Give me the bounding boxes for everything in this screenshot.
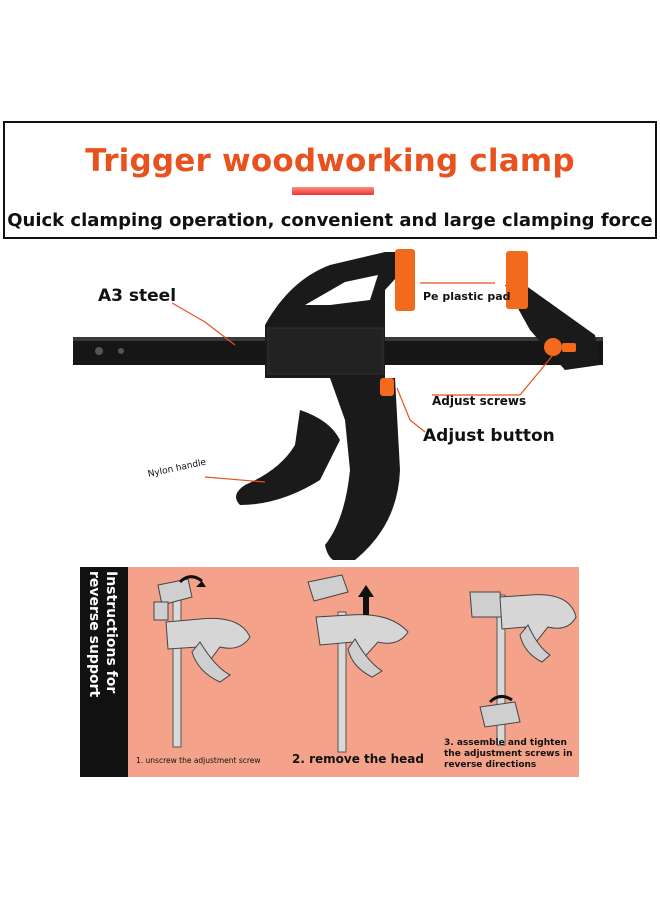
instructions-panel: Instructions for reverse support — [80, 567, 579, 777]
body-block — [267, 327, 384, 375]
bar-hole — [118, 348, 124, 354]
callout-a3-steel: A3 steel — [98, 286, 177, 306]
fixed-pad — [395, 249, 415, 311]
page-title: Trigger woodworking clamp — [85, 143, 575, 179]
adjust-screw-wing — [562, 343, 576, 352]
callout-pe-pad: Pe plastic pad — [423, 290, 511, 303]
step2-clamp — [307, 574, 409, 753]
clamp-illustration — [0, 240, 660, 563]
header-box: Trigger woodworking clamp Quick clamping… — [3, 121, 657, 239]
step3-caption-line3: reverse directions — [444, 760, 537, 770]
step3-caption: 3. assemble and tighten the adjustment s… — [444, 738, 572, 771]
step3-clamp — [469, 591, 577, 746]
step3-caption-line2: the adjustment screws in — [444, 749, 573, 759]
instructions-sidebar: Instructions for reverse support — [80, 567, 128, 777]
callout-line-screws — [432, 354, 554, 396]
callout-line-handle — [204, 476, 266, 483]
page-subtitle: Quick clamping operation, convenient and… — [7, 210, 653, 231]
jaw-cutout — [305, 275, 378, 305]
title-underline — [292, 187, 374, 195]
callout-line-steel — [171, 302, 236, 346]
movable-jaw — [505, 285, 600, 370]
adjust-screw-knob — [544, 338, 562, 356]
trigger-lever — [236, 410, 340, 505]
movable-pad — [506, 251, 528, 309]
step2-caption: 2. remove the head — [292, 752, 424, 766]
instruction-steps-drawing — [153, 574, 577, 753]
callout-adjust-screws: Adjust screws — [432, 394, 527, 408]
handle-grip — [325, 378, 400, 563]
callout-adjust-button: Adjust button — [423, 426, 555, 446]
adjust-button-shape — [380, 378, 394, 396]
callout-line-button — [396, 387, 426, 433]
clamp-drawing — [73, 249, 603, 563]
bar-hole — [95, 347, 103, 355]
step1-clamp — [153, 575, 251, 748]
step1-caption: 1. unscrew the adjustment screw — [136, 756, 261, 765]
step3-caption-line1: 3. assemble and tighten — [444, 738, 567, 748]
